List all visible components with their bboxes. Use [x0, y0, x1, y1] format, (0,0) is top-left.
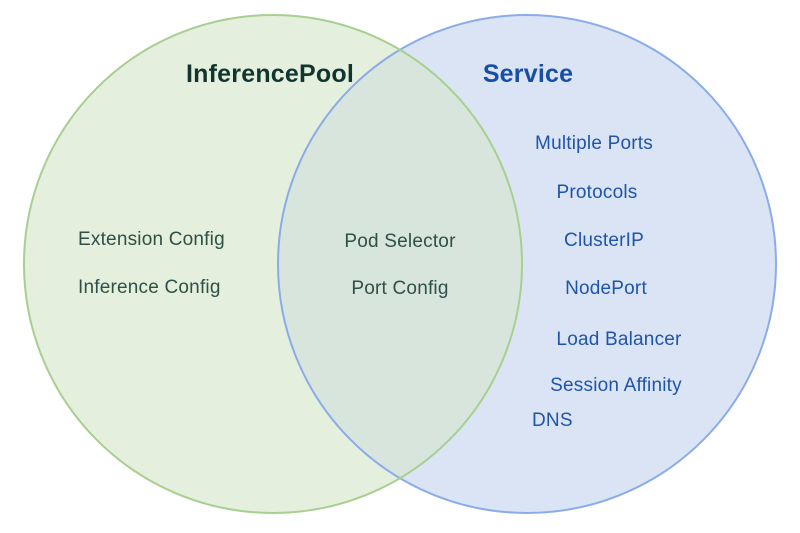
overlap-item-port-config: Port Config	[351, 278, 449, 299]
right-item-multiple-ports: Multiple Ports	[535, 133, 653, 154]
right-item-protocols: Protocols	[556, 182, 638, 203]
right-circle-outline	[277, 14, 777, 514]
right-circle-title: Service	[482, 60, 574, 88]
right-item-session-affinity: Session Affinity	[550, 375, 682, 396]
right-item-dns: DNS	[532, 410, 573, 431]
left-circle-outline	[23, 14, 523, 514]
overlap-item-pod-selector: Pod Selector	[344, 231, 456, 252]
left-circle-title: InferencePool	[186, 60, 354, 88]
overlap-region	[278, 50, 522, 478]
right-item-nodeport: NodePort	[565, 278, 647, 299]
left-item-inference-config: Inference Config	[78, 277, 221, 298]
left-item-extension-config: Extension Config	[78, 229, 225, 250]
right-item-load-balancer: Load Balancer	[556, 329, 682, 350]
right-item-clusterip: ClusterIP	[564, 230, 644, 251]
